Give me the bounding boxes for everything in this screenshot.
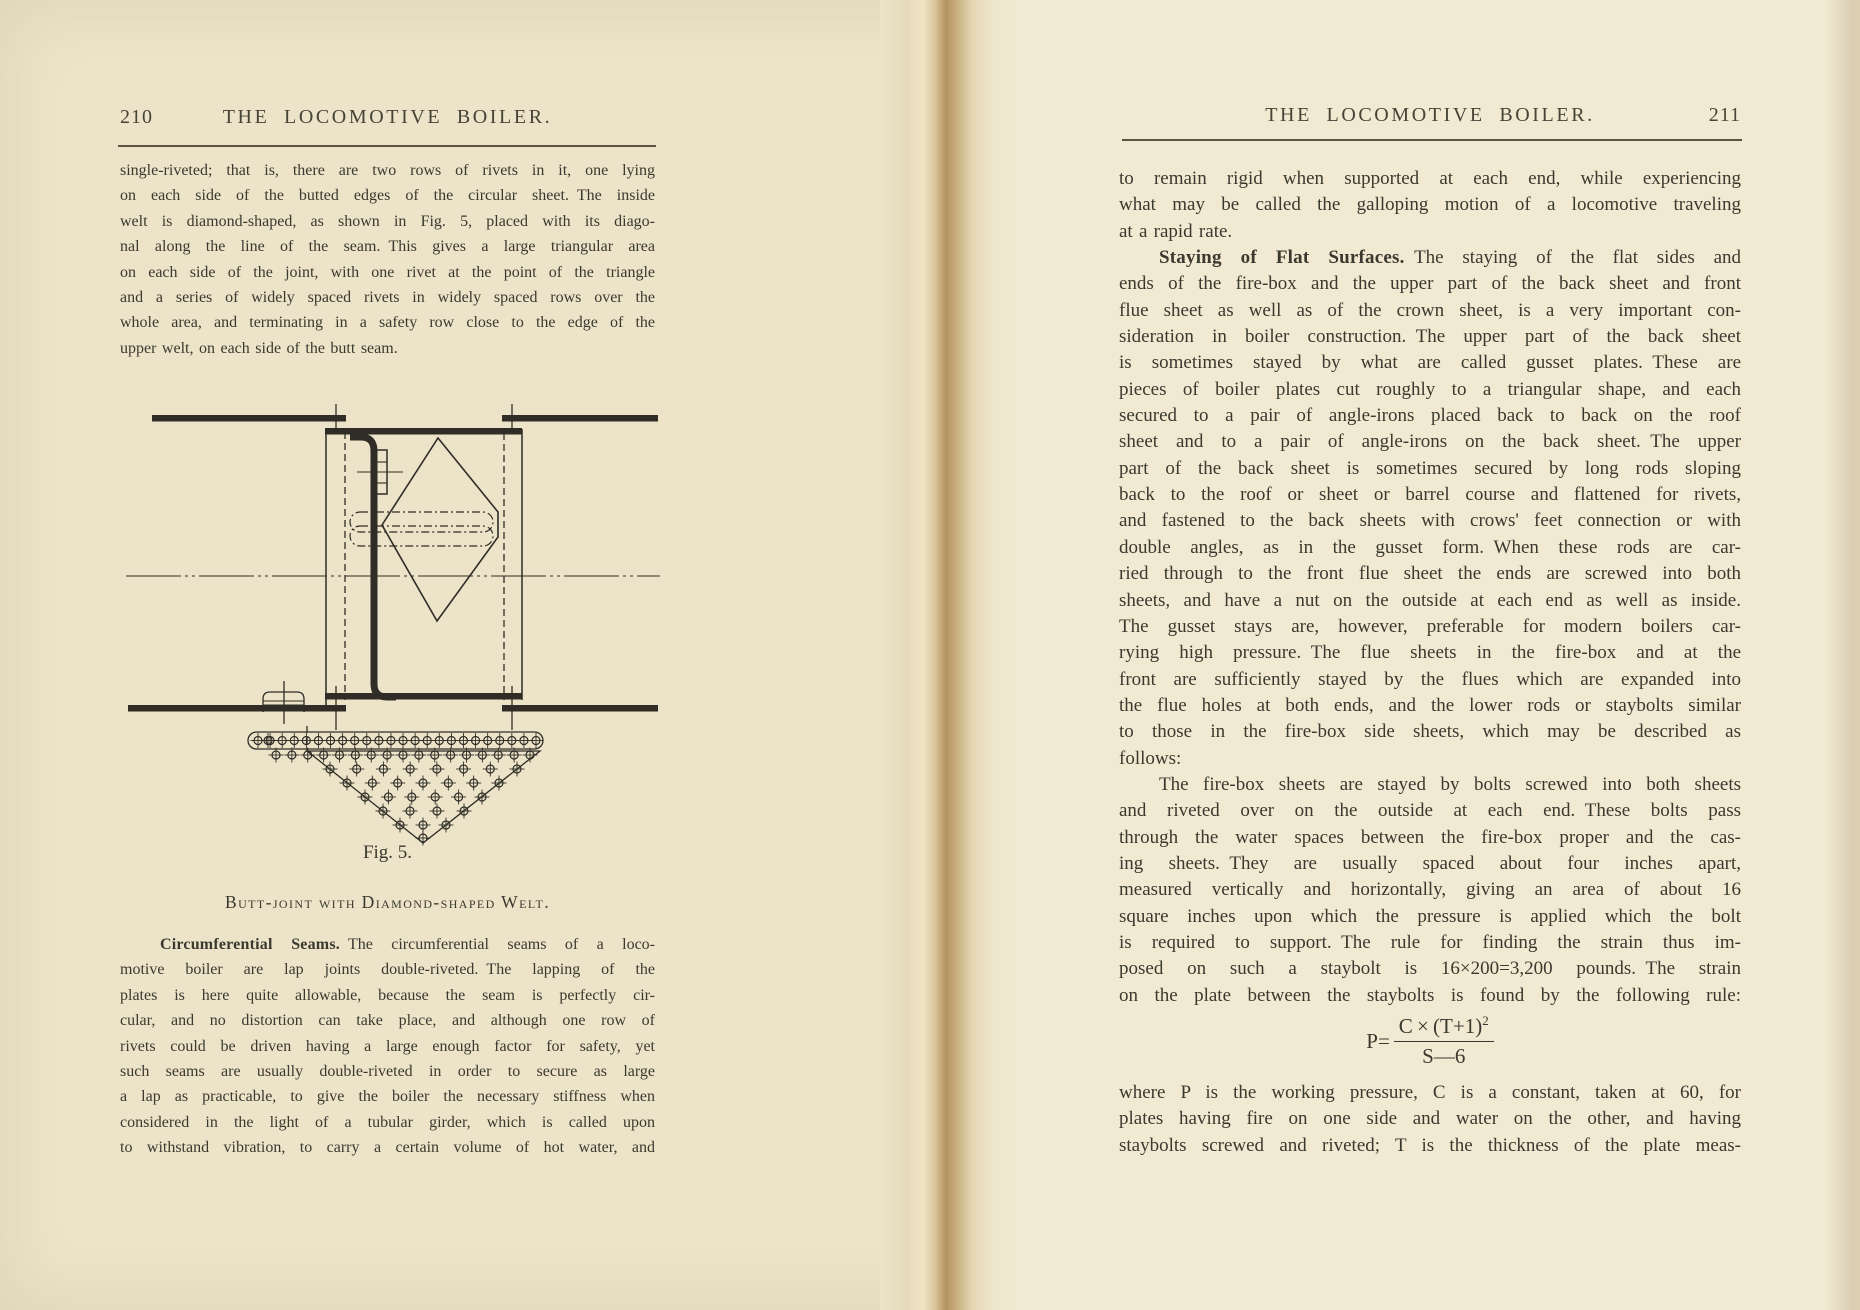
text-line: ing sheets. They are usually spaced abou…	[1119, 852, 1741, 874]
bold-lead: Staying of Flat Surfaces.	[1159, 247, 1405, 269]
figure-number-label: Fig. 5.	[362, 842, 413, 863]
text-line: plates having fire on one side and water…	[1119, 1108, 1741, 1130]
text-line: to those in the fire-box side sheets, wh…	[1119, 721, 1741, 743]
right-running-header: THE LOCOMOTIVE BOILER. 211	[1119, 104, 1741, 132]
text-line: and fastened to the back sheets with cro…	[1119, 510, 1741, 532]
text-line: staybolts screwed and riveted; T is the …	[1119, 1134, 1741, 1156]
text-line: on the plate between the staybolts is fo…	[1119, 984, 1741, 1006]
left-page-number: 210	[120, 106, 153, 128]
paragraph: single-riveted; that is, there are two r…	[120, 158, 655, 361]
diamond-welt	[381, 436, 499, 623]
formula-exponent: 2	[1482, 1012, 1489, 1028]
text-line: at a rapid rate.	[1119, 220, 1233, 242]
text-line: ried through to the front flue sheet the…	[1119, 563, 1741, 585]
left-intro-text: single-riveted; that is, there are two r…	[120, 158, 655, 361]
text-line: on each side of the joint, with one rive…	[120, 263, 655, 281]
boiler-plates	[128, 415, 658, 712]
rivet-head-section	[262, 691, 305, 712]
text-line: single-riveted; that is, there are two r…	[120, 162, 655, 179]
left-running-title: THE LOCOMOTIVE BOILER.	[222, 106, 553, 128]
text-line: considered in the light of a tubular gir…	[120, 1113, 655, 1131]
text-line: sheets, and have a nut on the outside at…	[1119, 589, 1741, 611]
right-page-number: 211	[1708, 104, 1741, 126]
paragraph: to remain rigid when supported at each e…	[1119, 166, 1741, 245]
text-line: where P is the working pressure, C is a …	[1119, 1082, 1741, 1103]
formula-fraction: C × (T+1)2 S—6	[1393, 1012, 1494, 1069]
text-line: part of the back sheet is sometimes secu…	[1119, 457, 1741, 479]
text-line: posed on such a staybolt is 16×200=3,200…	[1119, 958, 1741, 980]
right-main-text: to remain rigid when supported at each e…	[1119, 166, 1741, 1009]
text-line: plates is here quite allowable, because …	[120, 986, 655, 1004]
text-line: through the water spaces between the fir…	[1119, 826, 1741, 848]
text-line: motive boiler are lap joints double-rive…	[120, 961, 655, 979]
bold-lead: Circumferential Seams.	[160, 936, 340, 953]
text-line: and a series of widely spaced rivets in …	[120, 288, 655, 306]
text-line: nal along the line of the seam. This giv…	[120, 238, 655, 256]
text-line: The gusset stays are, however, preferabl…	[1119, 615, 1741, 637]
text-line: what may be called the galloping motion …	[1119, 194, 1741, 216]
left-running-header: 210 THE LOCOMOTIVE BOILER.	[120, 106, 655, 134]
text-line: rivets could be driven having a large en…	[120, 1037, 655, 1055]
text-line: rying high pressure. The flue sheets in …	[1119, 642, 1741, 664]
text-line: the flue holes at both ends, and the low…	[1119, 694, 1741, 716]
book-gutter-shadow	[880, 0, 1015, 1310]
paragraph: where P is the working pressure, C is a …	[1119, 1080, 1741, 1159]
text-line: is sometimes stayed by what are called g…	[1119, 352, 1741, 374]
text-line: pieces of boiler plates cut roughly to a…	[1119, 378, 1741, 400]
page-edge-shadow	[1826, 0, 1860, 1310]
text-line: back to the roof or sheet or barrel cour…	[1119, 484, 1741, 506]
text-line: cular, and no distortion can take place,…	[120, 1012, 655, 1030]
rivet-centerline-ticks	[283, 404, 513, 730]
right-closing-text: where P is the working pressure, C is a …	[1119, 1080, 1741, 1159]
text-line: flue sheet as well as of the crown sheet…	[1119, 299, 1741, 321]
text-line: ends of the fire-box and the upper part …	[1119, 273, 1741, 295]
inside-welt-section	[350, 433, 396, 701]
text-line: on each side of the butted edges of the …	[120, 187, 655, 205]
staybolt-pressure-formula: P= C × (T+1)2 S—6	[1119, 1008, 1741, 1074]
text-line: such seams are usually double-riveted in…	[120, 1062, 655, 1080]
formula-numerator: C × (T+1)2	[1393, 1012, 1494, 1042]
text-line: to withstand vibration, to carry a certa…	[120, 1139, 655, 1157]
left-lower-text: Circumferential Seams. The circumferenti…	[120, 932, 655, 1161]
right-page	[950, 0, 1860, 1310]
figure-butt-joint-diagram	[126, 404, 660, 846]
formula-denominator: S—6	[1422, 1043, 1466, 1068]
text-line: front are sufficiently stayed by the flu…	[1119, 668, 1741, 690]
text-line: square inches upon which the pressure is…	[1119, 905, 1741, 927]
text-line: secured to a pair of angle-irons placed …	[1119, 405, 1741, 427]
text-line: and riveted over on the outside at each …	[1119, 800, 1741, 822]
rivet-field	[250, 733, 544, 846]
text-line: a lap as practicable, to give the boiler…	[120, 1088, 655, 1106]
text-line: is required to support. The rule for fin…	[1119, 931, 1741, 953]
paragraph: Circumferential Seams. The circumferenti…	[120, 932, 655, 1161]
text-line: Staying of Flat Surfaces. The staying of…	[1159, 247, 1741, 269]
text-line: welt is diamond-shaped, as shown in Fig.…	[120, 212, 655, 230]
figure-caption: Butt-joint with Diamond-shaped Welt.	[225, 892, 550, 912]
rivet-row-dashed-lines	[306, 432, 505, 752]
text-line: double angles, as in the gusset form. Wh…	[1119, 536, 1741, 558]
right-running-title: THE LOCOMOTIVE BOILER.	[1265, 104, 1595, 126]
stay-bolt	[357, 449, 403, 495]
text-line: Circumferential Seams. The circumferenti…	[160, 936, 655, 953]
text-line: follows:	[1119, 747, 1182, 769]
welt-outline	[325, 429, 523, 705]
paragraph: The fire-box sheets are stayed by bolts …	[1119, 772, 1741, 1009]
text-line: measured vertically and horizontally, gi…	[1119, 879, 1741, 901]
right-header-rule	[1122, 139, 1742, 141]
formula-lhs: P=	[1366, 1028, 1390, 1053]
text-line: sideration in boiler construction. The u…	[1119, 326, 1741, 348]
left-header-rule	[118, 145, 656, 147]
hidden-slot-dashed	[349, 511, 494, 547]
text-line: sheet and to a pair of angle-irons on th…	[1119, 431, 1741, 453]
text-line: whole area, and terminating in a safety …	[120, 314, 655, 332]
paragraph: Staying of Flat Surfaces. The staying of…	[1119, 245, 1741, 772]
text-line: to remain rigid when supported at each e…	[1119, 168, 1741, 189]
text-line: upper welt, on each side of the butt sea…	[120, 339, 398, 357]
text-line: The fire-box sheets are stayed by bolts …	[1159, 773, 1741, 795]
